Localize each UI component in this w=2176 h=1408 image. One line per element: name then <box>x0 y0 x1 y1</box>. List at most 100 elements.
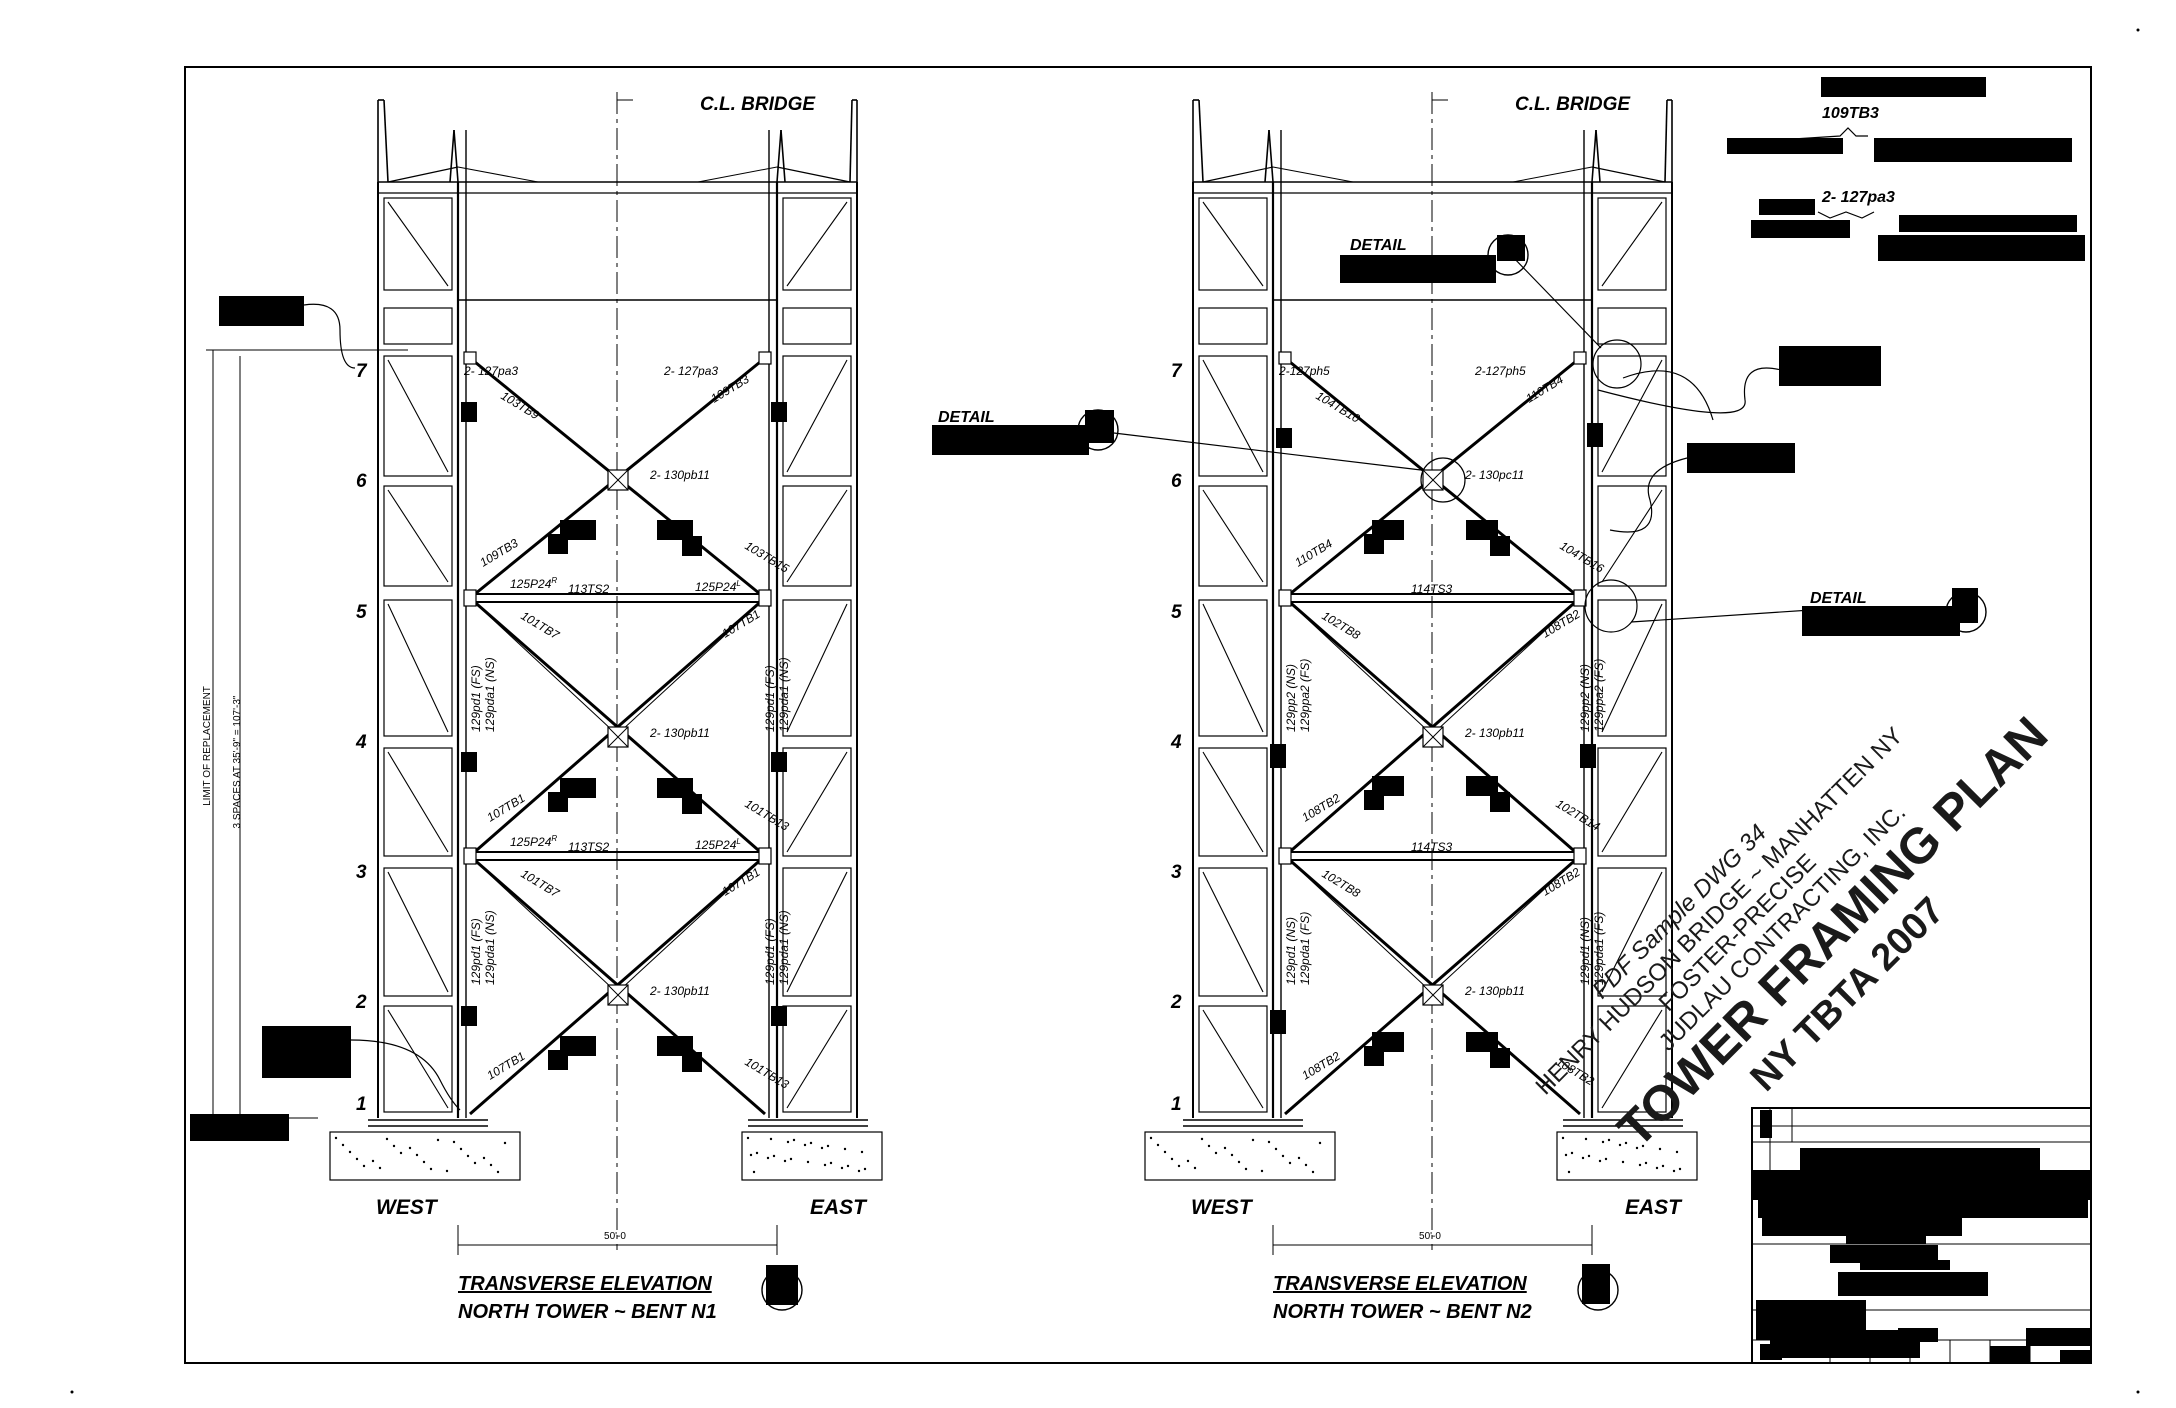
concrete-hatch <box>792 1138 796 1142</box>
node-label-x-lower: 2- 130pb11 <box>1464 984 1525 998</box>
redaction-block <box>1587 423 1603 447</box>
leg-panel <box>1597 355 1667 477</box>
title-block-redaction <box>1760 1344 1782 1360</box>
leg-panel-diagonal <box>1601 489 1663 583</box>
level-4-number: 4 <box>1170 732 1182 753</box>
leg-panel <box>782 1005 852 1113</box>
redaction-block <box>461 1006 477 1026</box>
concrete-hatch <box>445 1169 449 1173</box>
concrete-hatch <box>1678 1167 1682 1171</box>
section-symbol <box>1077 409 1119 451</box>
leg-panel <box>383 355 453 477</box>
drawing-border <box>184 66 2092 1364</box>
level-1-number: 1 <box>356 1094 367 1115</box>
brace-member-edge <box>473 361 614 475</box>
concrete-hatch <box>820 1146 824 1150</box>
brace-member-edge <box>473 859 614 990</box>
concrete-hatch <box>1214 1151 1218 1155</box>
redaction-block <box>219 296 304 326</box>
leg-panel-diagonal <box>387 201 449 287</box>
concrete-hatch <box>826 1144 830 1148</box>
title-block <box>1751 1107 2092 1364</box>
title-block-redaction <box>1830 1245 1938 1263</box>
bent-title-line2: NORTH TOWER ~ BENT N2 <box>1273 1301 1532 1323</box>
concrete-hatch <box>1618 1143 1622 1147</box>
redaction-block <box>560 1036 596 1056</box>
cl-bridge-label: C.L. BRIDGE <box>700 94 816 115</box>
concrete-hatch <box>1564 1153 1568 1157</box>
redaction-block <box>1466 520 1498 540</box>
level-7-number: 7 <box>1171 361 1183 382</box>
concrete-hatch <box>1672 1169 1676 1173</box>
strut-connection <box>758 847 772 865</box>
leg-panel <box>1597 599 1667 737</box>
redaction-block <box>682 1052 702 1072</box>
leg-panel <box>1198 197 1268 291</box>
pinnacle-edge <box>1591 129 1597 183</box>
concrete-hatch <box>1635 1146 1639 1150</box>
concrete-hatch <box>809 1141 813 1145</box>
level-2-number: 2 <box>1170 992 1182 1013</box>
redaction-block <box>1364 1046 1384 1066</box>
leg-panel-diagonal <box>387 489 449 583</box>
concrete-hatch <box>436 1138 440 1142</box>
top-girder <box>457 166 539 183</box>
redaction-block <box>548 1050 568 1070</box>
west-label: WEST <box>1191 1196 1254 1219</box>
concrete-hatch <box>1570 1151 1574 1155</box>
concrete-hatch <box>823 1163 827 1167</box>
legend-label-1: 109TB3 <box>1822 105 1879 122</box>
concrete-hatch <box>1601 1140 1605 1144</box>
leg-panel <box>1597 307 1667 345</box>
redaction-block <box>657 778 693 798</box>
gusset-diagonal <box>607 726 629 748</box>
leg-panel <box>782 197 852 291</box>
redaction-block <box>771 402 787 422</box>
concrete-hatch <box>840 1166 844 1170</box>
leg-panel <box>1597 867 1667 997</box>
concrete-hatch <box>1318 1141 1322 1145</box>
concrete-hatch <box>1297 1156 1301 1160</box>
bent-title-line1: TRANSVERSE ELEVATION <box>458 1273 712 1295</box>
level-6-number: 6 <box>356 471 367 492</box>
leg-panel-diagonal <box>1601 1009 1663 1109</box>
node-label-x-upper: 2- 130pb11 <box>649 468 710 482</box>
top-girder <box>1272 166 1354 183</box>
title-block-redaction <box>1760 1110 1772 1138</box>
concrete-hatch <box>496 1170 500 1174</box>
leg-panel <box>782 599 852 737</box>
concrete-hatch <box>341 1143 345 1147</box>
pinnacle-edge <box>383 99 389 183</box>
leg-panel-diagonal <box>786 201 848 287</box>
title-block-redaction <box>1898 1328 1938 1342</box>
leg-panel <box>1597 1005 1667 1113</box>
conn-label-upper-right: 125P24L <box>695 579 741 594</box>
leg-panel <box>1597 485 1667 587</box>
concrete-hatch <box>1251 1138 1255 1142</box>
strut-label-upper: 114TS3 <box>1411 582 1452 596</box>
concrete-hatch <box>857 1169 861 1173</box>
redaction-blocks <box>190 77 2085 1311</box>
concrete-hatch <box>392 1144 396 1148</box>
bent-title-line1: TRANSVERSE ELEVATION <box>1273 1273 1527 1295</box>
concrete-hatch <box>783 1159 787 1163</box>
top-connection <box>1573 351 1587 365</box>
leg-panel <box>383 485 453 587</box>
concrete-hatch <box>749 1153 753 1157</box>
concrete-hatch <box>1661 1164 1665 1168</box>
concrete-hatch <box>1186 1159 1190 1163</box>
bent-n1-frame <box>329 92 883 1255</box>
strut-connection <box>463 847 477 865</box>
node-label-top-left: 2- 127pa3 <box>463 364 518 378</box>
concrete-hatch <box>755 1151 759 1155</box>
redaction-block <box>1874 138 2072 162</box>
concrete-hatch <box>863 1167 867 1171</box>
cl-bridge-label: C.L. BRIDGE <box>1515 94 1631 115</box>
level-5-number: 5 <box>1171 602 1182 623</box>
leg-panel-diagonal <box>1202 1009 1264 1109</box>
concrete-hatch <box>399 1151 403 1155</box>
leg-panel-diagonal <box>786 359 848 473</box>
title-block-redaction <box>1762 1214 1962 1236</box>
leg-panel <box>383 1005 453 1113</box>
redaction-block <box>560 520 596 540</box>
